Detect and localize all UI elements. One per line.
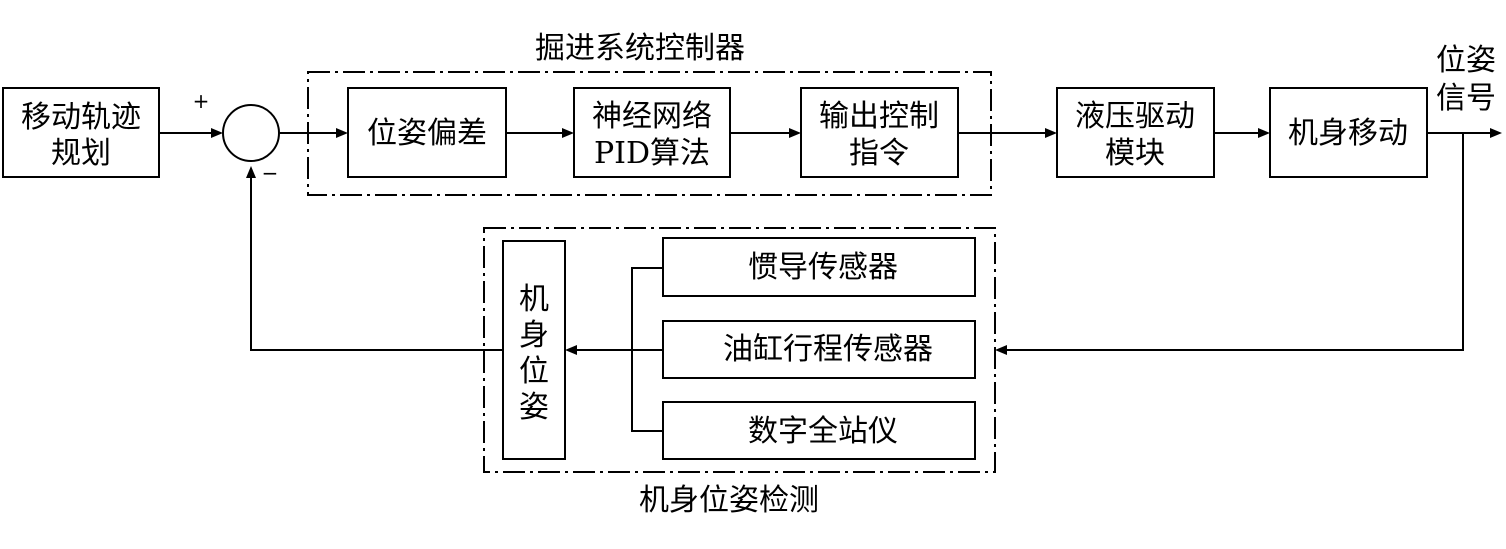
- arrowhead-body-pose-in: [565, 345, 577, 355]
- arrowhead-output: [1490, 128, 1502, 138]
- cylinder-stroke-sensor-label: 油缸行程传感器: [723, 332, 933, 367]
- hydraulic-label-line1: 液压驱动: [1075, 99, 1195, 134]
- trajectory-label-line2: 规划: [51, 136, 111, 171]
- arrowhead-body-move-in: [1258, 128, 1270, 138]
- body-pose-char-3: 位: [519, 354, 549, 389]
- control-command-label-line2: 指令: [849, 136, 909, 171]
- cylinder-stroke-sensor-block: 油缸行程传感器: [662, 320, 976, 379]
- neural-pid-label-line2: PID算法: [594, 136, 710, 171]
- neural-pid-block: 神经网络 PID算法: [573, 87, 731, 178]
- control-command-block: 输出控制 指令: [800, 87, 959, 178]
- arrowhead-sum-in: [211, 128, 223, 138]
- body-pose-char-4: 姿: [519, 390, 549, 425]
- inertial-sensor-block: 惯导传感器: [662, 237, 976, 297]
- body-pose-block: 机 身 位 姿: [502, 240, 566, 460]
- arrowhead-pid-in: [562, 128, 574, 138]
- inertial-sensor-label: 惯导传感器: [748, 250, 898, 285]
- summing-junction: [222, 104, 280, 162]
- total-station-block: 数字全站仪: [662, 401, 976, 460]
- arrowhead-hydraulic-in: [1045, 128, 1057, 138]
- body-movement-label: 机身移动: [1288, 116, 1408, 151]
- neural-pid-label-line1: 神经网络: [592, 99, 712, 134]
- control-command-label-line1: 输出控制: [819, 99, 939, 134]
- trajectory-label-line1: 移动轨迹: [21, 100, 141, 135]
- minus-sign: −: [262, 161, 279, 185]
- arrowhead-sum-feedback: [246, 166, 256, 178]
- hydraulic-drive-block: 液压驱动 模块: [1056, 87, 1215, 178]
- output-signal-label-line1: 位姿: [1436, 43, 1496, 78]
- body-pose-char-2: 身: [519, 318, 549, 353]
- controller-group-label: 掘进系统控制器: [535, 31, 745, 66]
- arrowhead-detection-in: [995, 345, 1007, 355]
- pose-error-label: 位姿偏差: [367, 116, 487, 151]
- wire-feedback-from-output: [1007, 133, 1464, 351]
- body-pose-char-1: 机: [519, 282, 549, 317]
- wire-feedback-to-sum: [250, 178, 503, 351]
- detection-group-label: 机身位姿检测: [639, 483, 819, 518]
- arrowhead-command-in: [789, 128, 801, 138]
- total-station-label: 数字全站仪: [748, 414, 898, 449]
- pose-error-block: 位姿偏差: [347, 87, 507, 178]
- output-signal-label-line2: 信号: [1436, 81, 1496, 116]
- hydraulic-label-line2: 模块: [1105, 136, 1165, 171]
- body-movement-block: 机身移动: [1269, 87, 1428, 178]
- trajectory-planning-block: 移动轨迹 规划: [2, 87, 160, 178]
- arrowhead-pose-error-in: [336, 128, 348, 138]
- plus-sign: +: [193, 89, 210, 113]
